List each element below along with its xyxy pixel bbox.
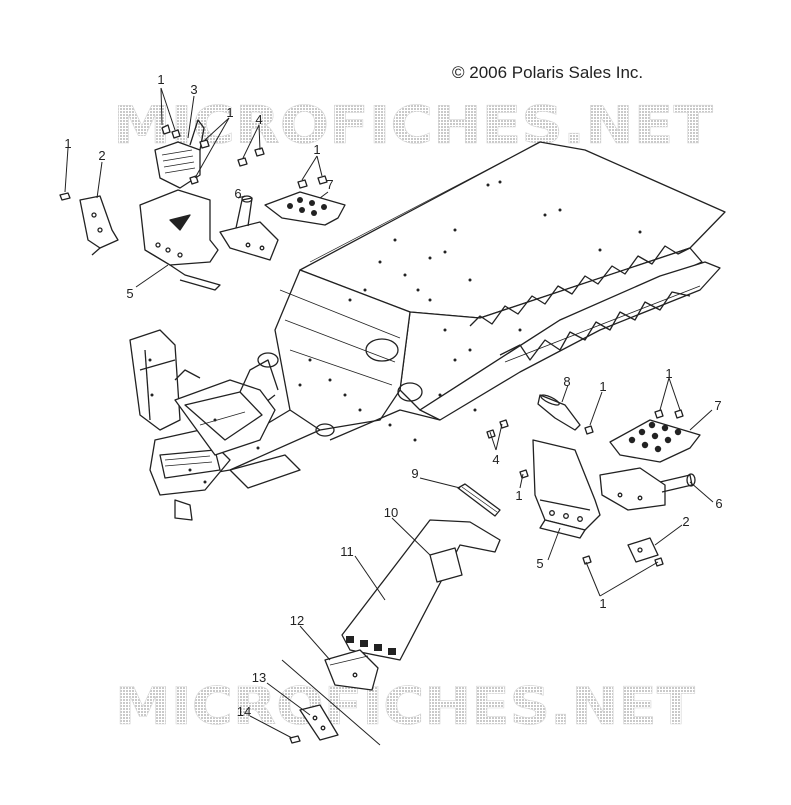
callout-8: 8	[563, 374, 570, 389]
part-13-small-plate	[299, 704, 339, 741]
callout-2: 2	[682, 514, 689, 529]
callout-13: 13	[252, 670, 266, 685]
callout-6: 6	[715, 496, 722, 511]
callout-1: 1	[157, 72, 164, 87]
part-12-clip-bracket	[324, 649, 379, 691]
fasteners-right	[486, 409, 684, 567]
part-6-tube-bracket-right	[599, 467, 696, 511]
part-9-strip	[457, 483, 501, 517]
part-7-plate-right	[609, 419, 701, 463]
chassis-tunnel	[189, 141, 726, 476]
callout-12: 12	[290, 613, 304, 628]
part-7-plate-left	[264, 191, 346, 226]
callout-1: 1	[665, 366, 672, 381]
callout-11: 11	[340, 544, 354, 559]
callout-10: 10	[384, 505, 398, 520]
callout-5: 5	[126, 286, 133, 301]
copyright-notice: © 2006 Polaris Sales Inc.	[452, 63, 643, 82]
part-5-right-bracket	[532, 439, 601, 539]
callout-1: 1	[313, 142, 320, 157]
front-bulkhead-frame	[129, 329, 301, 521]
part-8-strap	[537, 394, 581, 431]
callout-7: 7	[326, 177, 333, 192]
part-10-decal	[429, 547, 463, 583]
leader-lines	[64, 87, 714, 746]
part-11-tunnel-panel	[341, 519, 501, 661]
callout-1: 1	[599, 379, 606, 394]
callout-6: 6	[234, 186, 241, 201]
callout-14: 14	[237, 704, 251, 719]
part-14-screw	[289, 735, 301, 744]
callout-2: 2	[98, 148, 105, 163]
callout-1: 1	[599, 596, 606, 611]
callout-5: 5	[536, 556, 543, 571]
part-2-bracket-right	[627, 537, 659, 563]
callout-3: 3	[190, 82, 197, 97]
callout-9: 9	[411, 466, 418, 481]
callout-7: 7	[714, 398, 721, 413]
callout-1: 1	[515, 488, 522, 503]
part-3-vent-bracket	[154, 119, 205, 189]
part-2-bracket-left	[79, 195, 119, 256]
callout-4: 4	[255, 112, 262, 127]
callouts: 1 3 1 4 1 2 6 1 7 5 8 1 1 7 4 9 1 6 10 2…	[64, 72, 722, 719]
part-6-tube-bracket-left	[219, 195, 279, 261]
callout-1: 1	[226, 105, 233, 120]
watermark-bottom: MICROFICHES.NET	[115, 677, 696, 737]
callout-1: 1	[64, 136, 71, 151]
part-5-front-bracket	[139, 189, 221, 291]
callout-4: 4	[492, 452, 499, 467]
